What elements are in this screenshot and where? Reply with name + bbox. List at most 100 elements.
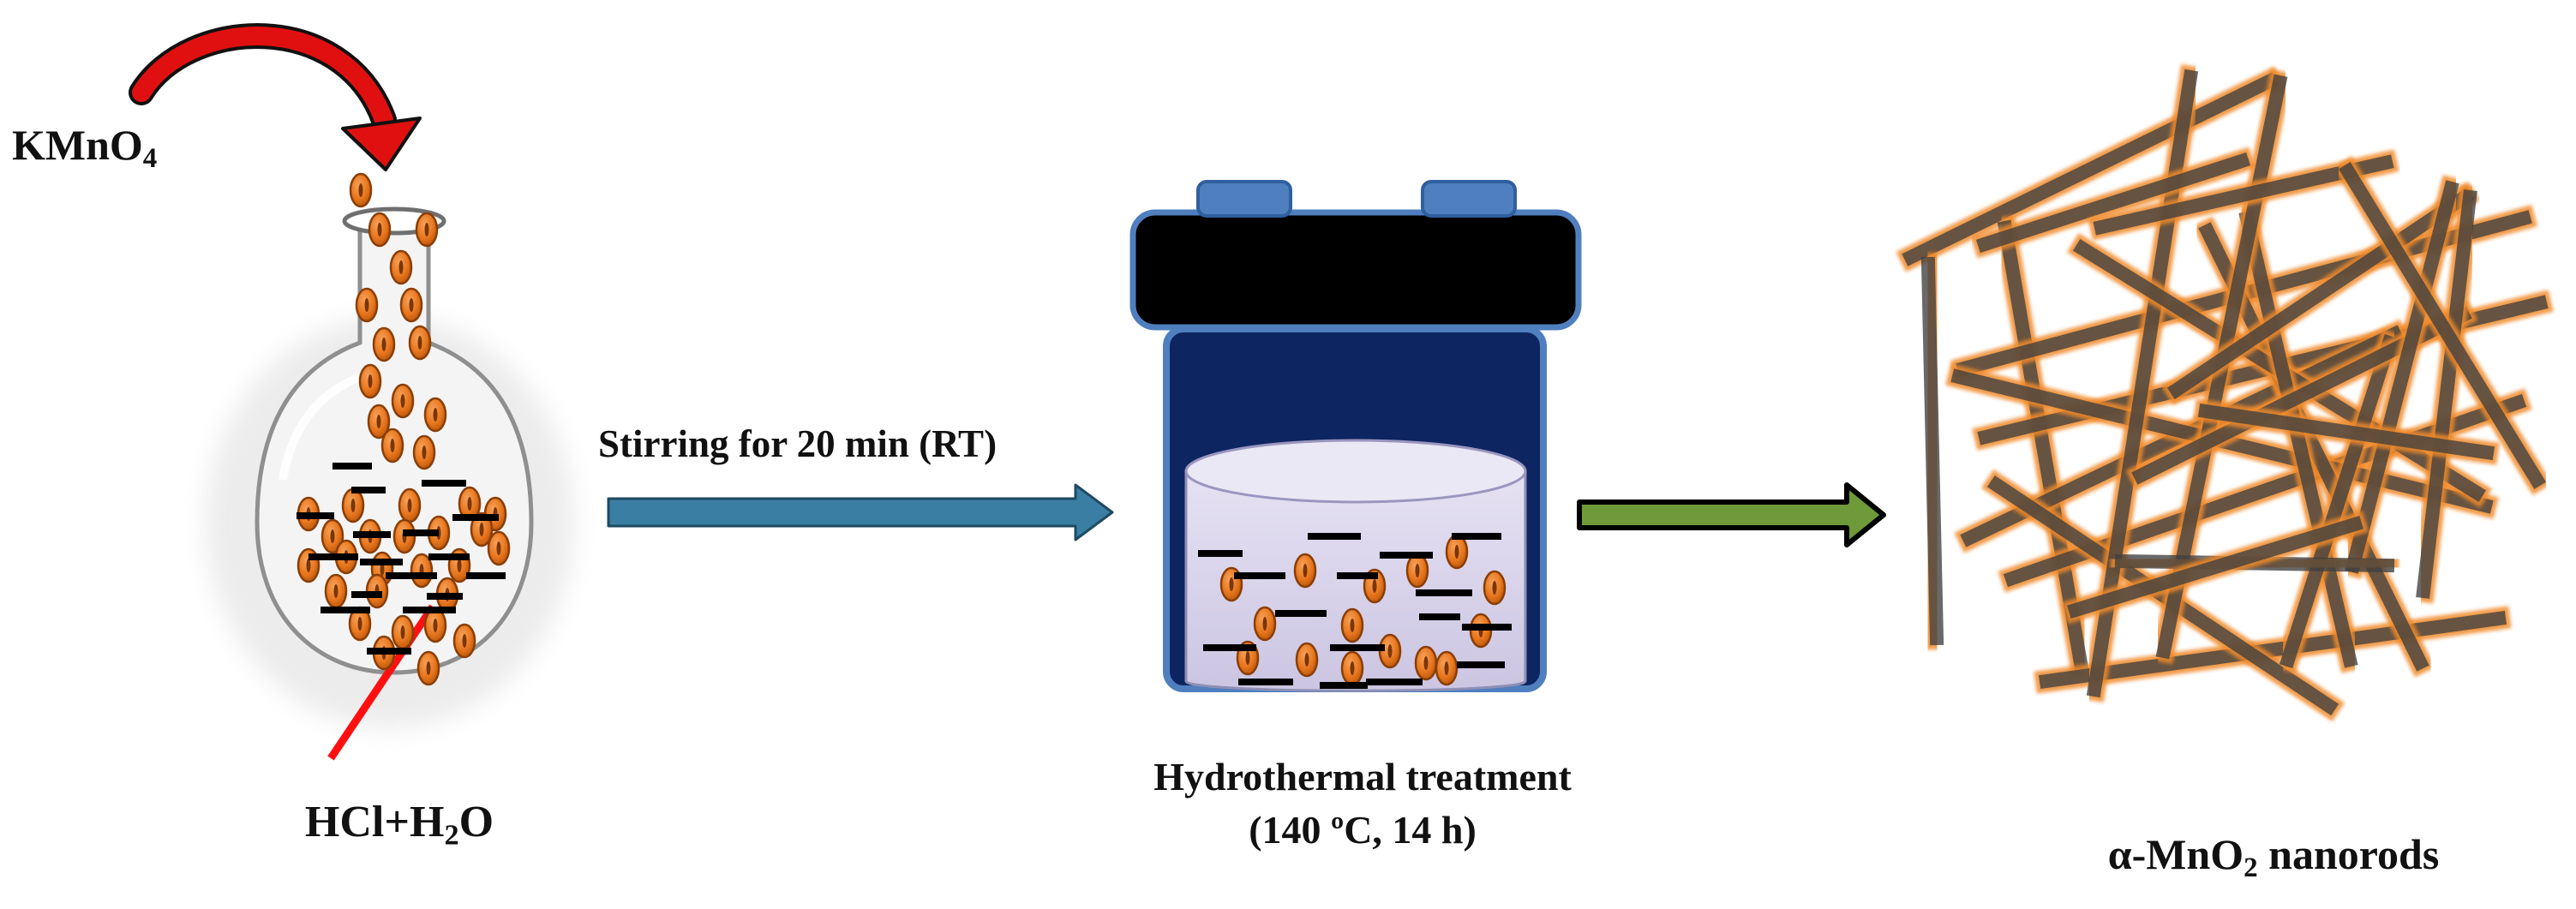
- particle: [389, 249, 413, 285]
- dash-mark: [360, 559, 403, 565]
- particle: [1340, 650, 1364, 686]
- dash-mark: [351, 487, 386, 493]
- particle: [372, 326, 396, 362]
- nanorod: [2333, 156, 2552, 495]
- nanorod: [2193, 398, 2500, 465]
- particle: [487, 530, 511, 566]
- dash-mark: [1416, 589, 1472, 596]
- particle: [452, 623, 476, 659]
- dash-mark: [403, 607, 456, 613]
- particle: [416, 650, 440, 686]
- dash-mark: [1330, 644, 1385, 651]
- nanorod: [2411, 184, 2483, 604]
- nanorod: [2061, 510, 2369, 625]
- particle: [1378, 633, 1402, 669]
- particle: [368, 212, 392, 248]
- arrow-step1: [607, 483, 1114, 541]
- particle: [1293, 553, 1317, 589]
- particle: [1445, 534, 1469, 570]
- label-mno2-nanorods: α-MnO2 nanorods: [2107, 830, 2440, 884]
- dash-mark: [1275, 610, 1327, 617]
- particle: [1295, 642, 1319, 678]
- curved-red-arrow: [129, 23, 422, 171]
- dash-mark: [353, 531, 391, 538]
- particle: [458, 486, 482, 522]
- particle: [415, 212, 439, 248]
- dash-mark: [1320, 682, 1368, 689]
- dash-mark: [1366, 679, 1423, 685]
- particle: [399, 287, 423, 323]
- label-conditions: (140 ºC, 14 h): [1249, 808, 1477, 852]
- nanorod: [1992, 214, 2094, 677]
- particle: [470, 511, 494, 547]
- arrow-step2: [1577, 482, 1886, 547]
- particle: [423, 397, 447, 433]
- particle: [423, 607, 447, 643]
- dash-mark: [422, 480, 466, 487]
- pointer-line: [327, 604, 436, 761]
- nanorod: [1980, 469, 2345, 722]
- nanorod-network: [1896, 64, 2554, 722]
- particle: [1340, 607, 1364, 643]
- dash-mark: [367, 648, 411, 655]
- particle: [349, 172, 373, 208]
- particle: [355, 287, 379, 323]
- particle: [398, 487, 422, 523]
- dash-mark: [386, 572, 437, 579]
- particle: [391, 383, 415, 419]
- nanorod: [2160, 181, 2481, 406]
- dash-mark: [1203, 644, 1256, 651]
- hydrothermal-reactor: [1129, 180, 1582, 692]
- label-hydrothermal: Hydrothermal treatment: [1153, 755, 1572, 798]
- dash-mark: [403, 529, 439, 536]
- nanorod: [1896, 66, 2285, 272]
- particle: [358, 363, 382, 399]
- particle: [412, 434, 436, 470]
- particle: [380, 428, 404, 463]
- particle: [341, 487, 365, 523]
- dash-mark: [297, 512, 334, 519]
- dash-mark: [321, 607, 370, 613]
- nanorod: [1970, 147, 2256, 259]
- dash-mark: [332, 463, 372, 469]
- nanorod: [2233, 205, 2363, 673]
- flask-particles: [297, 172, 511, 686]
- particle: [324, 573, 348, 609]
- dash-mark: [1380, 552, 1433, 559]
- dash-mark: [427, 593, 463, 600]
- particle: [321, 518, 344, 554]
- dash-mark: [1198, 550, 1243, 557]
- dash-mark: [1419, 613, 1460, 620]
- dash-mark: [309, 553, 358, 560]
- dash-mark: [1238, 679, 1293, 685]
- nanorod: [2034, 606, 2512, 694]
- flask-dashes: [297, 463, 506, 655]
- dash-mark: [1234, 572, 1285, 579]
- nanorod: [1916, 252, 1949, 650]
- dash-mark: [1452, 533, 1501, 540]
- label-kmno4: KMnO4: [12, 121, 158, 175]
- dash-mark: [452, 514, 499, 521]
- particle: [1435, 650, 1459, 686]
- particle: [408, 325, 432, 361]
- particle: [1414, 645, 1438, 681]
- particle: [1405, 553, 1429, 589]
- label-stirring: Stirring for 20 min (RT): [598, 422, 997, 465]
- dash-mark: [466, 572, 506, 579]
- dash-mark: [1337, 572, 1378, 579]
- dash-mark: [1308, 533, 1361, 540]
- dash-mark: [1462, 624, 1512, 631]
- particle: [391, 614, 415, 650]
- dash-mark: [351, 591, 382, 598]
- nanorod: [2339, 175, 2465, 579]
- label-hcl-h2o: HCl+H2O: [304, 798, 494, 852]
- dash-mark: [428, 553, 470, 560]
- particle: [1253, 606, 1277, 642]
- dash-mark: [1457, 661, 1505, 668]
- nanorod: [2273, 328, 2404, 674]
- particle: [1483, 570, 1507, 606]
- particle: [367, 404, 391, 440]
- reactor-dashes: [1198, 533, 1512, 689]
